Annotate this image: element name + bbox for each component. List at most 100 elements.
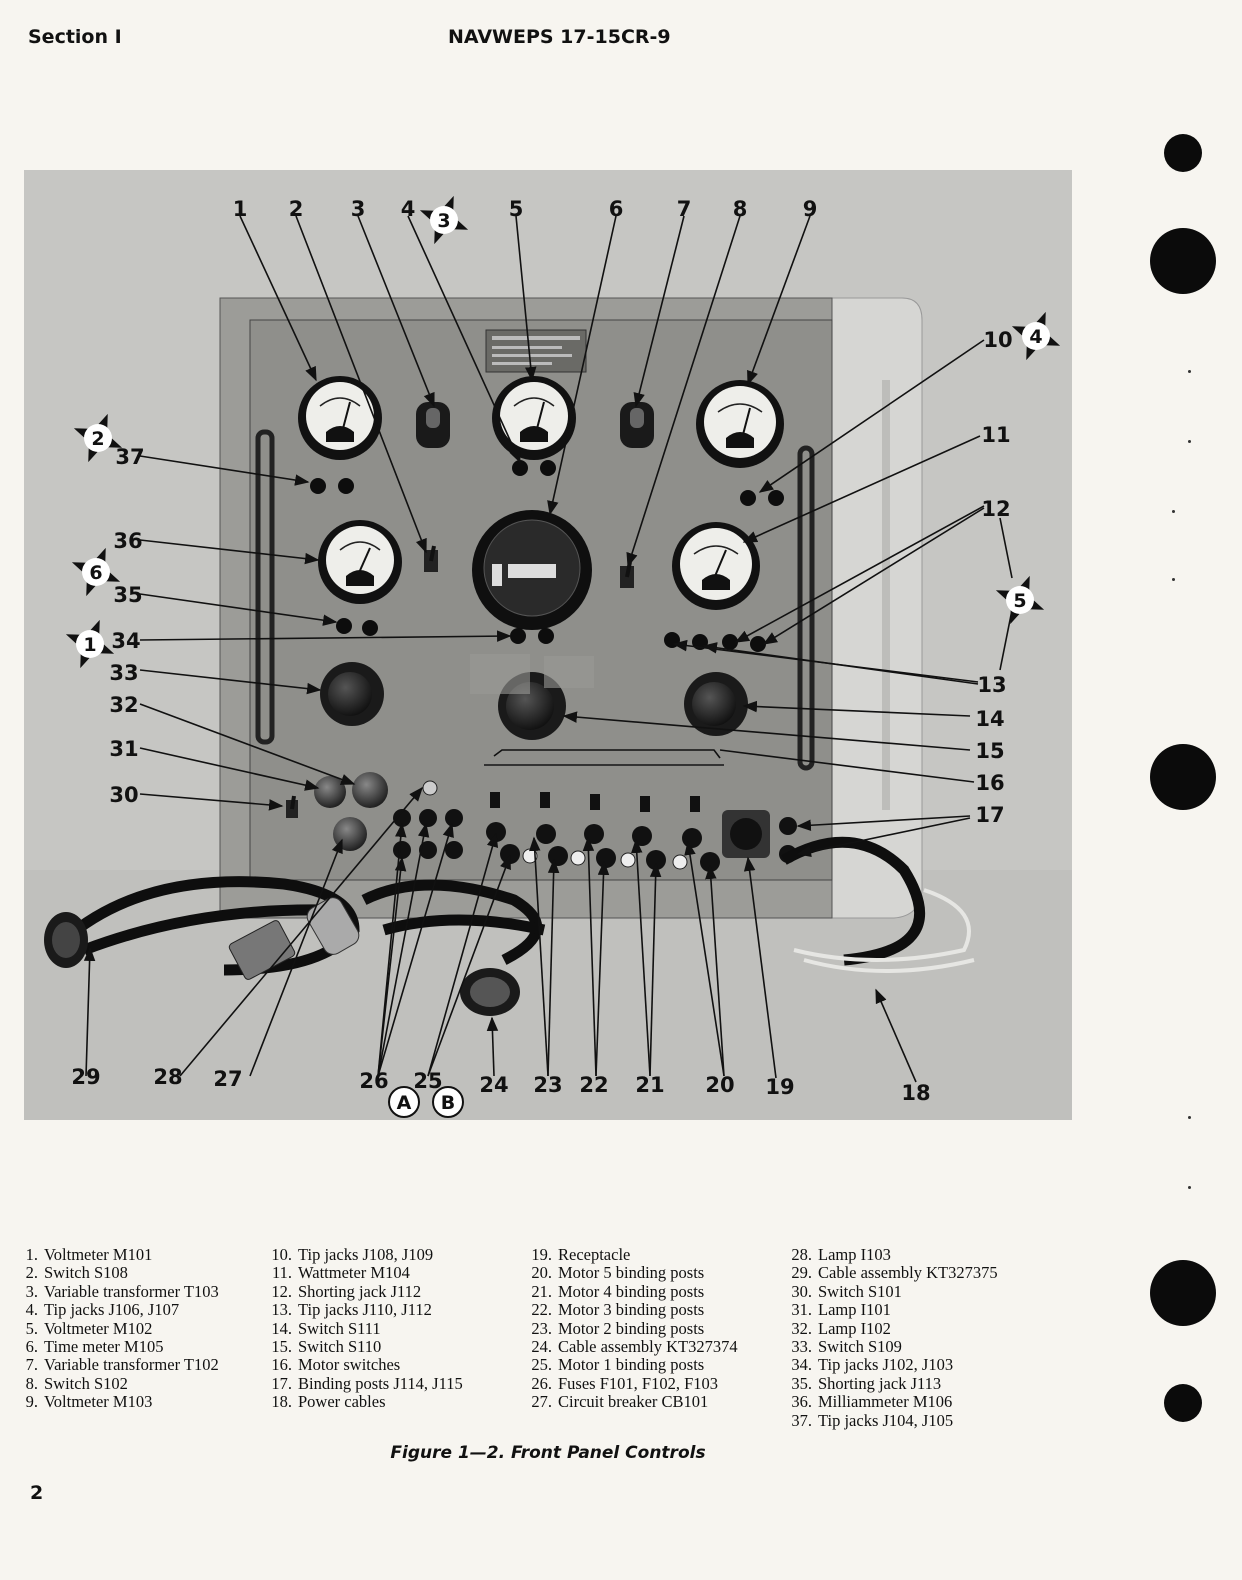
callout-10: 10 <box>983 328 1012 352</box>
callout-26: 26 <box>359 1069 388 1093</box>
callout-5: 5 <box>509 197 524 221</box>
stars: 3 4 2 6 1 5 <box>65 195 1061 669</box>
legend-item: 15.Switch S110 <box>271 1337 382 1357</box>
legend-item: 3.Variable transformer T103 <box>25 1281 219 1301</box>
callout-numbers: 1 2 3 4 5 6 7 8 9 10 11 12 13 14 15 16 1… <box>71 197 1012 1105</box>
svg-text:A: A <box>397 1092 412 1114</box>
leader-lines <box>83 215 985 1083</box>
legend-item: 13.Tip jacks J110, J112 <box>271 1300 432 1320</box>
legend-item: 20.Motor 5 binding posts <box>531 1263 705 1283</box>
legend-item: 2.Switch S108 <box>25 1263 128 1283</box>
legend-item: 10.Tip jacks J108, J109 <box>271 1245 434 1264</box>
star-1: 1 <box>65 619 115 669</box>
switch-s101 <box>286 795 298 818</box>
legend-item: 12.Shorting jack J112 <box>271 1281 422 1301</box>
legend-item: 32.Lamp I102 <box>791 1318 891 1338</box>
legend-item: 16.Motor switches <box>271 1355 401 1375</box>
legend-item: 33.Switch S109 <box>791 1337 902 1357</box>
svg-text:6: 6 <box>89 562 102 584</box>
star-5: 5 <box>995 575 1045 625</box>
speck <box>1172 510 1175 513</box>
binding-post-j114 <box>779 817 797 835</box>
variable-transformer-t103 <box>416 402 450 448</box>
legend-item: 6.Time meter M105 <box>25 1337 164 1357</box>
fuses <box>393 809 463 859</box>
legend-item: 4.Tip jacks J106, J107 <box>25 1300 180 1320</box>
cable-assembly-kt327374-connector <box>460 968 520 1016</box>
legend-item: 8.Switch S102 <box>25 1373 128 1393</box>
milliammeter-m106 <box>318 520 402 604</box>
right-handle <box>797 445 815 771</box>
star-3: 3 <box>419 195 469 245</box>
legend-item: 30.Switch S101 <box>791 1281 902 1301</box>
section-header: Section I <box>28 26 122 48</box>
callout-13: 13 <box>977 673 1006 697</box>
callout-31: 31 <box>109 737 138 761</box>
circle-a: A <box>388 1086 420 1118</box>
plug <box>306 897 360 955</box>
legend-item: 22.Motor 3 binding posts <box>531 1300 705 1320</box>
binder-hole-3 <box>1150 744 1216 810</box>
legend-item: 28.Lamp I103 <box>791 1245 891 1264</box>
legend-item: 11.Wattmeter M104 <box>271 1263 410 1283</box>
binder-hole-5 <box>1164 1384 1202 1422</box>
legend-item: 17.Binding posts J114, J115 <box>271 1373 463 1393</box>
callout-37: 37 <box>115 445 144 469</box>
callout-35: 35 <box>113 583 142 607</box>
legend-item: 7.Variable transformer T102 <box>25 1355 219 1375</box>
legend-item: 34.Tip jacks J102, J103 <box>791 1355 954 1375</box>
star-2: 2 <box>73 413 123 463</box>
callout-28: 28 <box>153 1065 182 1089</box>
legend-item: 18.Power cables <box>271 1392 386 1412</box>
callout-4: 4 <box>401 197 416 221</box>
legend-item: 24.Cable assembly KT327374 <box>531 1337 738 1357</box>
star-4: 4 <box>1011 311 1061 361</box>
circled-letters: A B <box>388 1086 464 1118</box>
cables <box>60 836 926 976</box>
callout-20: 20 <box>705 1073 734 1097</box>
variable-transformer-t102 <box>620 402 654 448</box>
lamp-i103 <box>422 780 438 796</box>
callout-11: 11 <box>981 423 1010 447</box>
legend-item: 23.Motor 2 binding posts <box>531 1318 705 1338</box>
speck <box>1172 578 1175 581</box>
star-6: 6 <box>71 547 121 597</box>
left-handle <box>255 429 275 745</box>
callout-17: 17 <box>975 803 1004 827</box>
callout-27: 27 <box>213 1067 242 1091</box>
speck <box>1188 440 1191 443</box>
svg-text:5: 5 <box>1013 590 1026 612</box>
legend-item: 27.Circuit breaker CB101 <box>531 1392 709 1412</box>
legend-column-2: 10.Tip jacks J108, J109 11.Wattmeter M10… <box>270 1245 463 1412</box>
legend-item: 36.Milliammeter M106 <box>791 1392 953 1412</box>
callout-21: 21 <box>635 1073 664 1097</box>
callout-2: 2 <box>289 197 304 221</box>
legend-column-1: 1.Voltmeter M101 2.Switch S108 3.Variabl… <box>16 1245 219 1412</box>
binder-hole-2 <box>1150 228 1216 294</box>
motor-switches <box>490 792 700 812</box>
callout-36: 36 <box>113 529 142 553</box>
callout-1: 1 <box>233 197 248 221</box>
wattmeter-m104 <box>672 522 760 610</box>
callout-16: 16 <box>975 771 1004 795</box>
svg-text:2: 2 <box>91 428 104 450</box>
callout-29: 29 <box>71 1065 100 1089</box>
switch-s109 <box>320 662 384 726</box>
power-cables-light <box>793 888 975 973</box>
callout-14: 14 <box>975 707 1004 731</box>
callout-7: 7 <box>677 197 692 221</box>
cable-assembly-kt327375-connector <box>44 912 88 968</box>
time-meter-m105 <box>472 510 592 630</box>
callout-30: 30 <box>109 783 138 807</box>
circle-b: B <box>432 1086 464 1118</box>
speck <box>1188 1186 1191 1189</box>
cabinet-side <box>831 297 923 919</box>
voltmeter-m103 <box>696 380 784 468</box>
speck <box>1188 1116 1191 1119</box>
callout-8: 8 <box>733 197 748 221</box>
svg-text:3: 3 <box>437 210 450 232</box>
callout-25: 25 <box>413 1069 442 1093</box>
callout-3: 3 <box>351 197 366 221</box>
voltmeter-m102 <box>492 376 576 460</box>
legend-item: 31.Lamp I101 <box>791 1300 891 1320</box>
